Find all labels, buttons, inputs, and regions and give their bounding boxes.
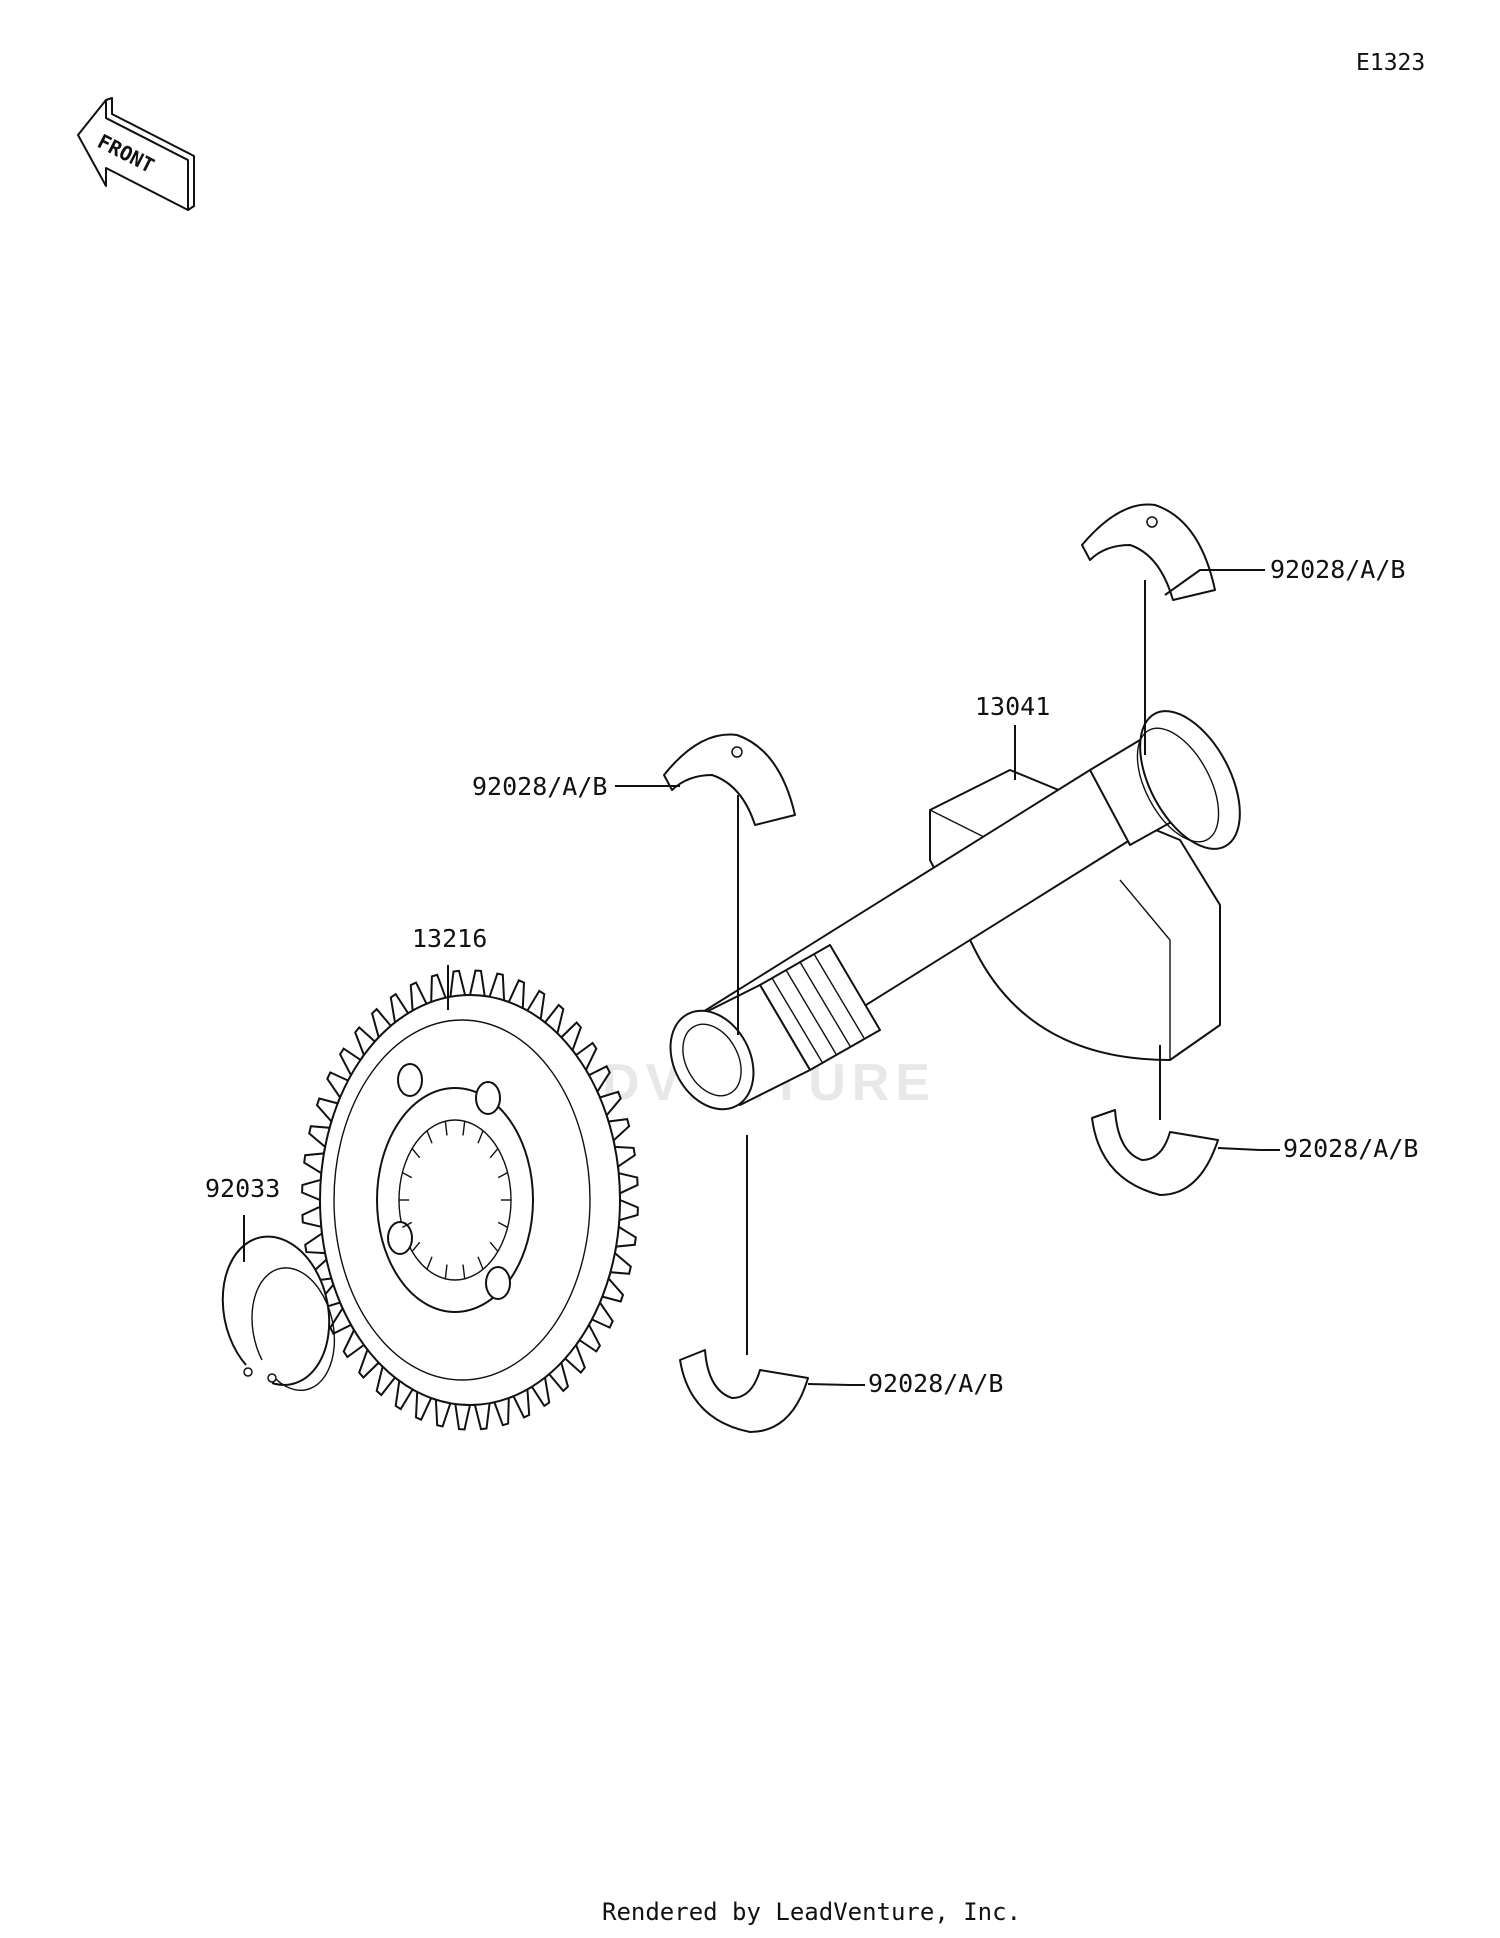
gear bbox=[301, 969, 639, 1431]
gear-spline bbox=[489, 1148, 499, 1159]
callout-gear: 13216 bbox=[412, 924, 487, 953]
callout-bearing-bottom: 92028/A/B bbox=[868, 1369, 1003, 1398]
front-arrow-icon: FRONT bbox=[77, 97, 195, 211]
gear-spline bbox=[426, 1256, 433, 1270]
balancer-shaft bbox=[669, 710, 1241, 1111]
gear-spline bbox=[444, 1264, 448, 1279]
footer-credit: Rendered by LeadVenture, Inc. bbox=[602, 1898, 1021, 1926]
gear-spline bbox=[402, 1171, 413, 1179]
gear-spline bbox=[489, 1241, 499, 1252]
callout-bearing-right: 92028/A/B bbox=[1283, 1134, 1418, 1163]
gear-spline bbox=[411, 1148, 421, 1159]
bearing-shell-right bbox=[1091, 1109, 1219, 1196]
callout-bearing-left: 92028/A/B bbox=[472, 772, 607, 801]
gear-spline bbox=[402, 1221, 413, 1229]
diagram-code: E1323 bbox=[1356, 50, 1425, 76]
leader-lines bbox=[243, 569, 1280, 1386]
gear-spline bbox=[444, 1121, 448, 1136]
gear-spline bbox=[477, 1256, 484, 1270]
gear-spline bbox=[462, 1121, 466, 1136]
gear-spline bbox=[497, 1171, 508, 1179]
gear-spline bbox=[462, 1264, 466, 1279]
gear-splines bbox=[399, 1121, 511, 1279]
gear-spline bbox=[411, 1241, 421, 1252]
callout-bearing-top-right: 92028/A/B bbox=[1270, 555, 1405, 584]
callout-circlip: 92033 bbox=[205, 1174, 280, 1203]
circlip bbox=[221, 1235, 336, 1391]
callout-balancer-shaft: 13041 bbox=[975, 692, 1050, 721]
gear-spline bbox=[497, 1221, 508, 1229]
bearing-shell-top-right bbox=[1081, 503, 1216, 601]
bearing-shell-bottom bbox=[679, 1349, 809, 1433]
bearing-shell-left bbox=[663, 733, 796, 826]
gear-spline bbox=[426, 1130, 433, 1144]
gear-spline bbox=[477, 1130, 484, 1144]
